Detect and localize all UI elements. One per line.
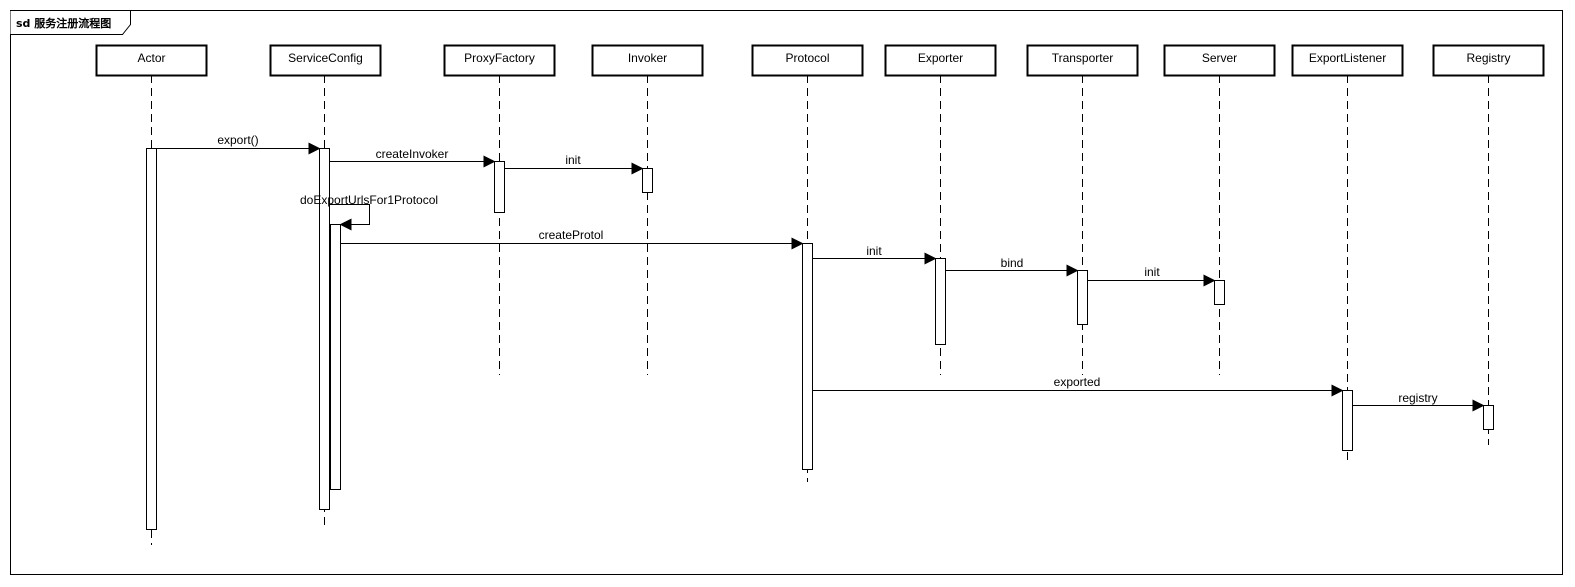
participant-registry[interactable]: Registry [1432,44,1545,77]
frame-border [10,10,1563,575]
participant-label: ServiceConfig [288,51,363,65]
message-server-init[interactable]: init [1087,265,1216,287]
activation-registry [1483,405,1494,430]
message-label: doExportUrlsFor1Protocol [300,193,438,207]
message-label: export() [217,133,258,147]
participant-label: Registry [1466,51,1510,65]
participant-exportlistener[interactable]: ExportListener [1291,44,1404,77]
participant-label: ExportListener [1309,51,1386,65]
participant-protocol[interactable]: Protocol [751,44,864,77]
participant-label: Server [1202,51,1237,65]
activation-proxyfactory [494,161,505,213]
message-invoker-init[interactable]: init [504,153,644,175]
activation-serviceconfig-nested [330,224,341,490]
activation-actor [146,148,157,530]
participant-label: Invoker [628,51,667,65]
message-label: createProtol [539,228,604,242]
lifelines [151,75,1489,545]
message-registry[interactable]: registry [1352,391,1485,412]
frame-title: sd 服务注册流程图 [16,16,111,30]
message-createinvoker[interactable]: createInvoker [329,147,496,168]
participant-label: Transporter [1052,51,1114,65]
activation-exporter [935,258,946,345]
message-exported[interactable]: exported [812,375,1344,397]
participant-invoker[interactable]: Invoker [591,44,704,77]
activation-invoker [642,168,653,193]
frame-title-tab [10,10,131,35]
participant-proxyfactory[interactable]: ProxyFactory [443,44,556,77]
participant-label: Exporter [918,51,963,65]
participant-label: Actor [137,51,165,65]
message-doexporturls[interactable]: doExportUrlsFor1Protocol [300,193,438,231]
message-export[interactable]: export() [156,133,321,155]
message-label: init [565,153,581,167]
message-exporter-init[interactable]: init [812,244,937,265]
participant-actor[interactable]: Actor [95,44,208,77]
activation-serviceconfig [319,148,330,510]
participant-label: Protocol [785,51,829,65]
message-createprotol[interactable]: createProtol [340,228,804,250]
message-label: bind [1001,256,1024,270]
activation-exportlistener [1342,390,1353,451]
participant-server[interactable]: Server [1163,44,1276,77]
message-label: createInvoker [376,147,449,161]
activations [146,148,1494,530]
message-bind[interactable]: bind [945,256,1079,277]
message-label: init [866,244,882,258]
activation-protocol [802,243,813,470]
message-label: exported [1054,375,1101,389]
participant-exporter[interactable]: Exporter [884,44,997,77]
participant-label: ProxyFactory [464,51,535,65]
activation-transporter [1077,270,1088,325]
message-label: init [1144,265,1160,279]
message-label: registry [1398,391,1437,405]
participant-transporter[interactable]: Transporter [1026,44,1139,77]
participant-serviceconfig[interactable]: ServiceConfig [269,44,382,77]
activation-server [1214,280,1225,305]
